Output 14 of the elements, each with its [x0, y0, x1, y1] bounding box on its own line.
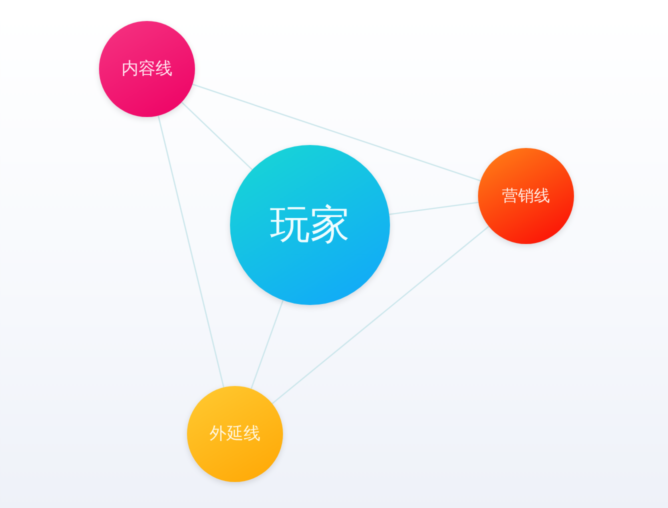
circle-node	[478, 148, 574, 244]
connector-line	[272, 226, 490, 404]
center-circle-node	[230, 145, 390, 305]
connector-line	[158, 116, 224, 388]
connector-line	[192, 84, 481, 182]
connector-line	[181, 102, 253, 170]
connector-line	[250, 300, 284, 390]
circle-node	[187, 386, 283, 482]
node-label: 外延线	[210, 426, 260, 442]
node-label: 营销线	[502, 188, 550, 204]
circle-node	[99, 21, 195, 117]
node-label: 内容线	[122, 60, 172, 78]
connector-line	[389, 202, 478, 216]
node-label: 玩家	[270, 205, 350, 245]
